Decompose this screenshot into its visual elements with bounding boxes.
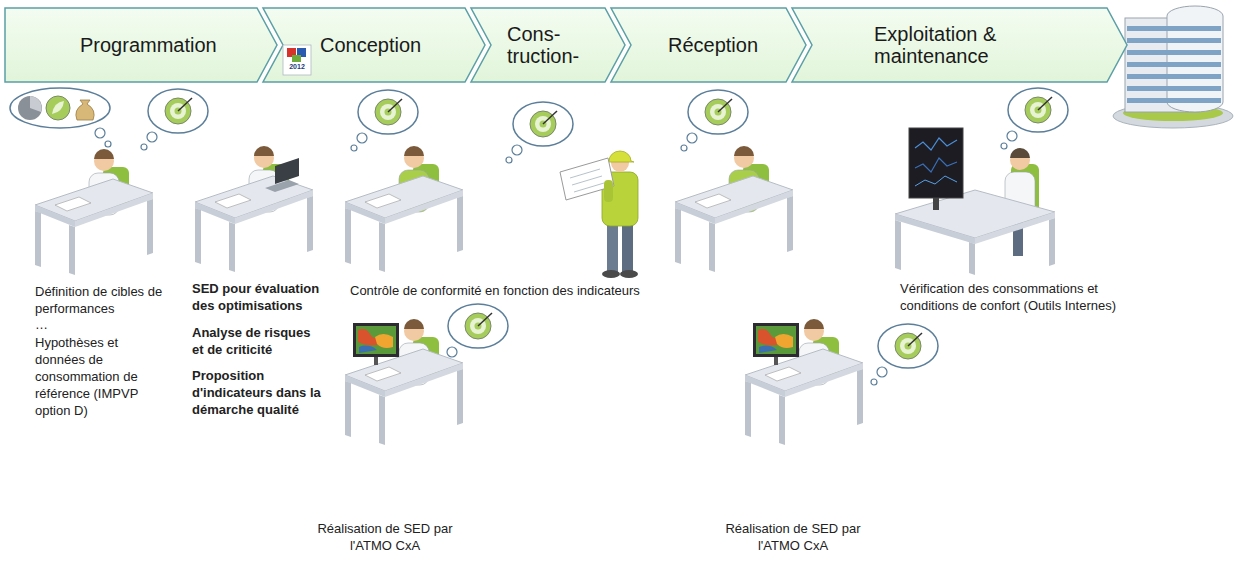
task-text: SED pour évaluation des optimisations [192,280,323,314]
person-at-computer [933,198,939,210]
laptop [265,180,299,192]
building-icon [1167,6,1223,112]
site-worker [604,180,613,202]
note-text: Définition de cibles de performances [35,283,170,317]
person-at-computer [895,128,1055,275]
chevron-outline [792,8,1127,82]
site-worker [602,172,638,226]
laptop [275,158,299,184]
big-thought-bubble [95,128,105,138]
site-worker [607,220,618,272]
big-thought-bubble [10,88,111,147]
person-at-computer [975,212,1055,244]
building-icon [1127,74,1221,79]
big-thought-bubble [10,88,110,128]
note-text: Contrôle de conformité en fonction des i… [350,282,770,299]
phase-name: Réception [668,34,758,56]
phase-name: Conception [320,34,421,56]
person-at-desk [745,319,863,445]
phase-name: Exploitation & maintenance [874,23,999,67]
note-text: Hypothèses et données de consommation de… [35,334,139,419]
site-worker [606,151,634,162]
person-at-desk [675,146,793,272]
person-at-computer [895,214,975,244]
site-worker [622,220,633,272]
site-worker [620,270,638,278]
thought-bubble [506,102,573,163]
person-at-computer [1049,218,1055,266]
phase-chevron: Réception [611,8,806,82]
task-text: Réalisation de SED par l'ATMO CxA [310,520,460,554]
thought-bubble [141,89,208,150]
logo-year: 2012 [284,63,310,71]
building-icon [1127,86,1221,91]
big-thought-bubble [18,96,42,120]
chevron-outline [611,8,806,82]
chevron-outline [5,8,277,82]
building-icon [1127,50,1221,55]
thought-bubble [681,90,748,151]
ellipsis: … [35,316,75,333]
person-at-computer [895,220,901,270]
building-icon [1113,6,1233,128]
site-worker [602,270,620,278]
site-worker [572,176,602,185]
big-thought-bubble [52,101,64,114]
task-text: Réalisation de SED par l'ATMO CxA [718,520,868,554]
thought-bubble [871,324,938,385]
site-worker [560,151,638,278]
rt2012-logo [283,45,311,75]
big-thought-bubble [105,141,111,147]
big-thought-bubble [76,100,94,120]
thought-bubble [351,90,418,151]
map-monitor [753,323,799,365]
person-at-desk [345,319,463,445]
building-icon [1127,26,1221,31]
thought-bubble [441,304,508,365]
phase-chevron: Programmation [5,8,277,82]
site-worker [570,169,600,178]
person-at-computer [969,242,975,275]
site-worker [574,183,604,192]
person-at-desk [195,146,313,272]
person-at-computer [915,176,957,186]
map-monitor [353,323,399,365]
phase-chevron: Cons- truction- [471,8,625,82]
rt2012-logo [292,55,301,62]
person-at-computer [915,158,957,172]
thought-bubble [1001,88,1068,149]
big-thought-bubble [30,96,42,112]
person-at-computer [909,128,963,198]
phase-name: Cons- truction- [507,23,595,67]
person-at-desk [345,146,463,272]
task-text: Proposition d'indicateurs dans la démarc… [192,367,323,418]
phase-chevron: Exploitation & maintenance [792,8,1127,82]
chevron-outline [263,8,485,82]
building-icon [1127,98,1221,103]
person-at-computer [1010,148,1030,158]
person-at-desk [35,149,153,275]
building-icon [1127,38,1221,43]
chevron-outline [471,8,625,82]
building-icon [1127,62,1221,67]
big-thought-bubble [46,96,70,120]
rt2012-logo [282,44,312,76]
phase-name: Programmation [80,34,217,56]
note-text: Vérification des consommations et condit… [900,280,1140,314]
task-text: Analyse de risques et de criticité [192,324,323,358]
person-at-computer [915,138,957,150]
laptop [265,158,299,192]
